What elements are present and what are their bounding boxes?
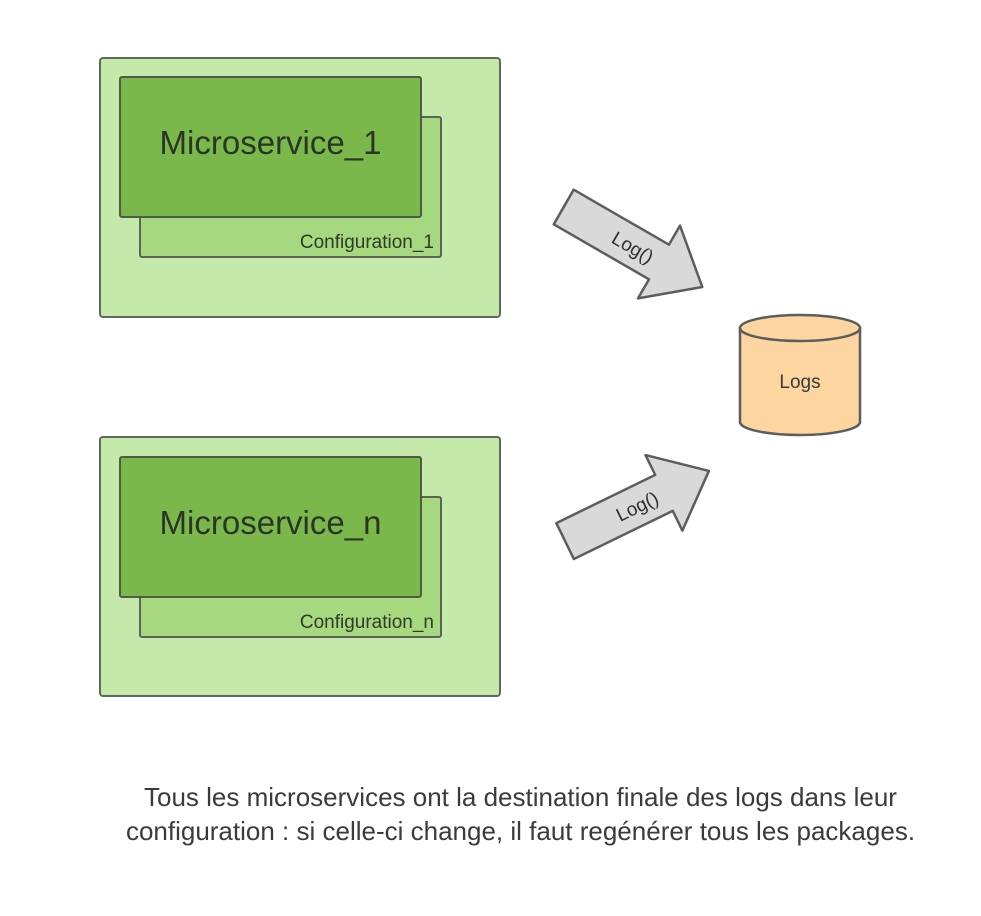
- log-arrow-1-label: Log(): [608, 228, 657, 268]
- config-label-1: Configuration_1: [299, 232, 434, 253]
- service-label-n: Microservice_n: [159, 504, 382, 541]
- config-label-n: Configuration_n: [299, 612, 434, 633]
- log-arrow-1-shape: [552, 188, 704, 300]
- caption: Tous les microservices ont la destinatio…: [40, 780, 981, 848]
- logs-label: Logs: [779, 372, 821, 393]
- log-arrow-2-shape: [555, 453, 711, 561]
- caption-line-2: configuration : si celle-ci change, il f…: [125, 816, 916, 846]
- service-card-1: Microservice_1: [119, 76, 422, 218]
- log-arrow-2-label: Log(): [613, 488, 662, 526]
- service-card-n: Microservice_n: [119, 456, 422, 598]
- caption-line-1: Tous les microservices ont la destinatio…: [144, 782, 897, 812]
- service-label-1: Microservice_1: [159, 124, 382, 161]
